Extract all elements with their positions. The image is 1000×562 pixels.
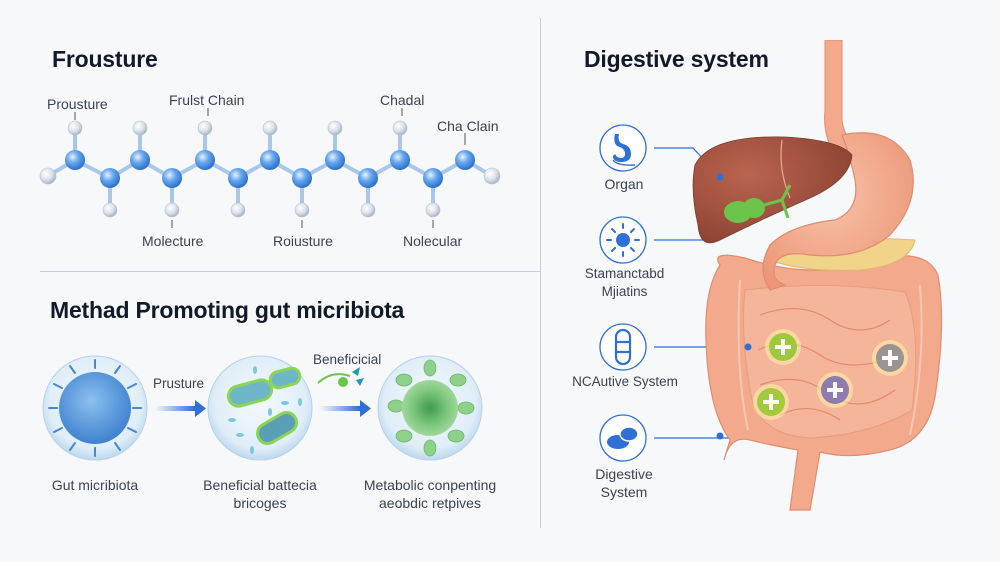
sun-burst-icon	[606, 223, 640, 257]
digestive-title: Digestive system	[584, 46, 769, 72]
vertical-divider	[540, 18, 541, 528]
arrow-label-prusture: Prusture	[153, 376, 205, 391]
beneficial-bacteria-bubble	[207, 355, 313, 461]
structure-title: Frousture	[52, 46, 158, 72]
microbiota-process-diagram	[42, 355, 483, 461]
chain-label-chadal: Chadal	[380, 92, 425, 108]
molecule-chain-diagram	[39, 108, 501, 228]
chain-label-cha-clain: Cha Clain	[437, 118, 499, 134]
microbiota-title: Methad Promoting gut micribiota	[50, 297, 405, 323]
chain-label-prousture: Prousture	[47, 96, 108, 112]
legend-label-3: NCAutive System	[572, 374, 678, 389]
digestive-legend-icons	[599, 124, 753, 462]
digestive-organs-illustration	[692, 40, 943, 511]
legend-label-organ: Organ	[604, 176, 644, 192]
chain-label-frulst-chain: Frulst Chain	[169, 92, 245, 108]
horizontal-divider	[40, 271, 540, 272]
gut-microbiota-bubble	[42, 355, 148, 461]
capsule-stack-icon	[614, 328, 632, 366]
chain-label-roiusture: Roiusture	[273, 233, 333, 249]
step-caption-1: Gut micribiota	[51, 477, 139, 493]
legend-label-2-line1: Stamanctabd	[584, 266, 665, 281]
arrow-label-beneficicial: Beneficicial	[313, 352, 382, 367]
legend-label-4-line2: System	[600, 484, 648, 500]
plus-marker-gray	[872, 340, 908, 376]
step-caption-3-line2: aeobdic retpives	[379, 495, 481, 511]
step-caption-2-line2: bricoges	[233, 495, 287, 511]
stomach-icon	[612, 134, 636, 166]
pills-icon	[607, 426, 639, 449]
step-caption-3-line1: Metabolic conpenting	[363, 477, 497, 493]
chain-label-molecture: Molecture	[142, 233, 204, 249]
step-caption-2-line1: Beneficial battecia	[203, 477, 317, 493]
metabolic-bubble	[377, 355, 483, 461]
legend-label-2-line2: Mjiatins	[601, 284, 648, 299]
chain-label-nolecular: Nolecular	[403, 233, 463, 249]
plus-marker-green-2	[753, 384, 789, 420]
legend-label-4-line1: Digestive	[595, 466, 653, 482]
plus-marker-green-1	[765, 329, 801, 365]
plus-marker-purple	[817, 372, 853, 408]
